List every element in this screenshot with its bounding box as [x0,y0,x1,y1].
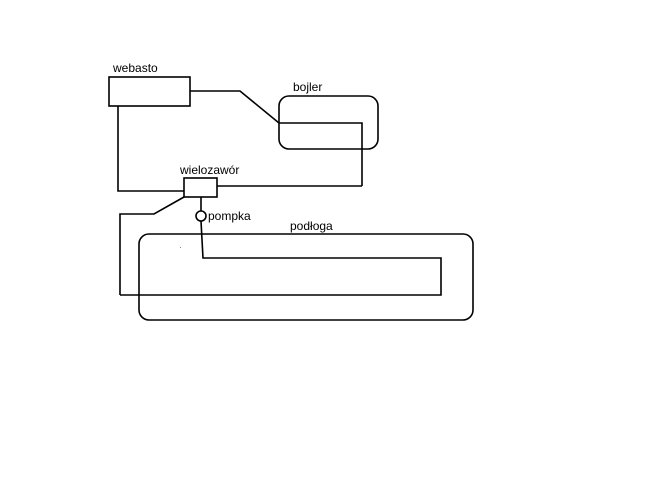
wielozawor-label: wielozawór [179,163,239,177]
wielozawor-box [183,177,218,198]
stray-dot [180,247,181,248]
pompka-label: pompka [208,209,251,223]
bojler-coil [279,122,363,186]
pipe-webasto-bojler [190,90,280,124]
pompka-circle [195,210,207,222]
podloga-loop [120,220,442,296]
podloga-label: podłoga [290,219,333,233]
pipe-webasto-wielozawor [117,106,184,192]
bojler-label: bojler [293,80,322,94]
podloga-box [138,233,474,321]
webasto-box [108,76,191,107]
pipe-wielozawor-floor-return [119,196,185,295]
webasto-label: webasto [112,61,158,75]
